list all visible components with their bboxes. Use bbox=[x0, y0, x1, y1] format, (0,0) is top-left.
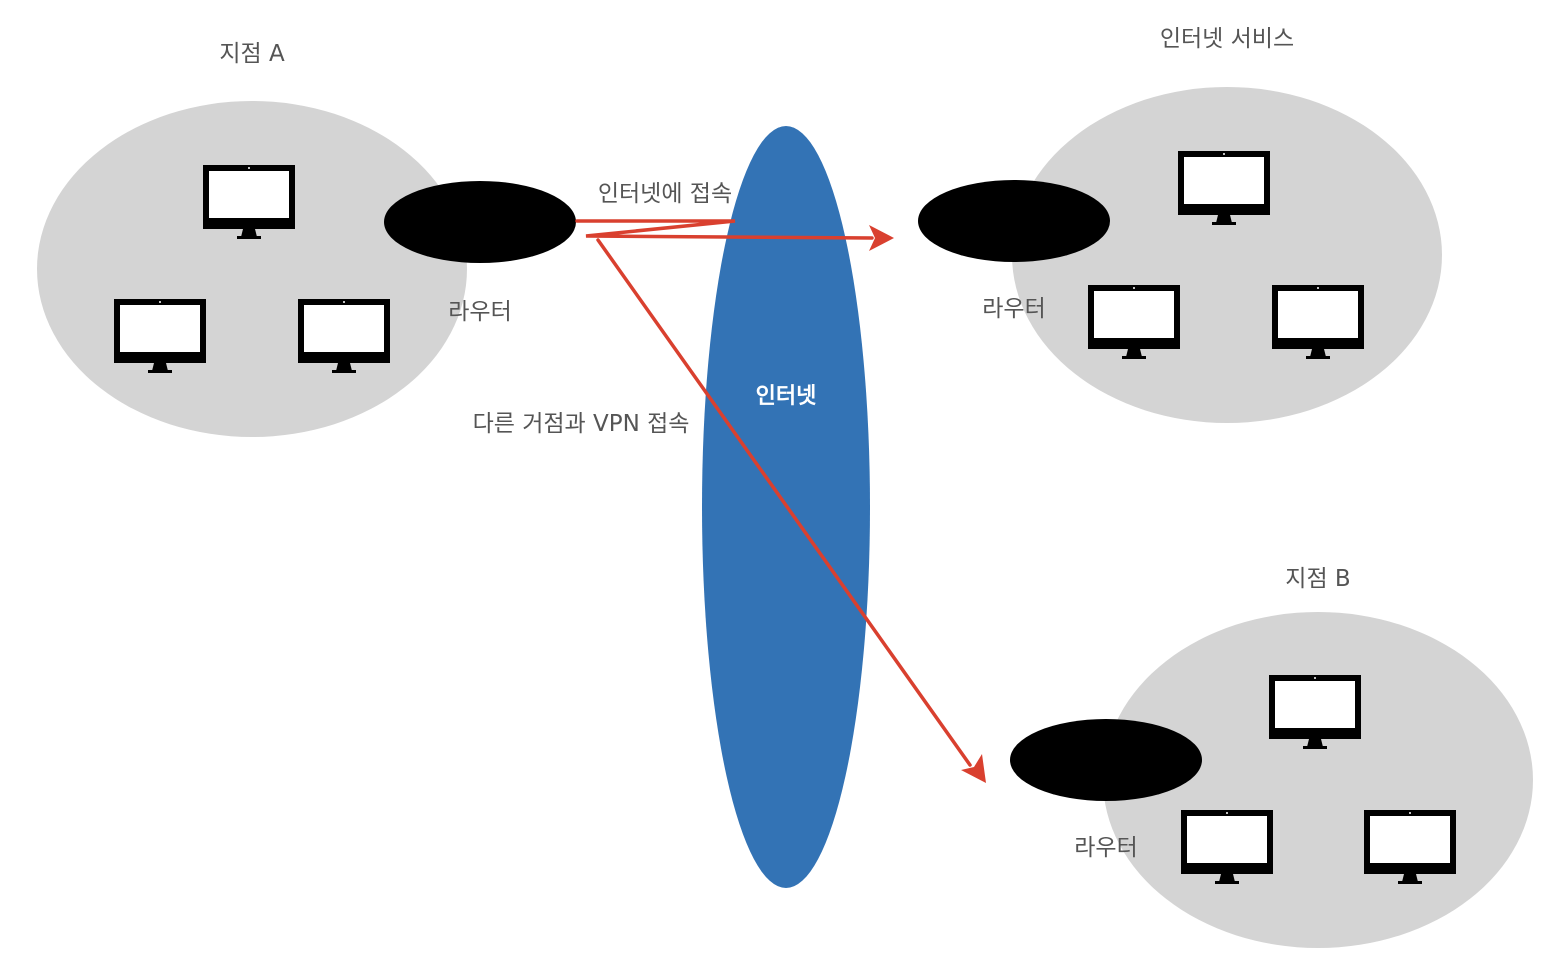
connection-to-vpn: 다른 거점과 VPN 접속 bbox=[473, 238, 986, 783]
router-branch-b-label: 라우터 bbox=[1074, 835, 1137, 861]
site-branch-a-area bbox=[37, 101, 467, 437]
monitor-icon bbox=[1178, 151, 1270, 225]
router-icon bbox=[1010, 719, 1202, 801]
site-internet-service: 인터넷 서비스 bbox=[1012, 26, 1442, 423]
router-internet-service-label: 라우터 bbox=[982, 296, 1045, 322]
site-branch-b: 지점 B bbox=[1103, 566, 1533, 948]
connection-to-internet-line bbox=[575, 219, 874, 240]
connection-to-vpn-line bbox=[596, 238, 972, 767]
arrow-head bbox=[869, 225, 894, 251]
site-internet-service-area bbox=[1012, 87, 1442, 423]
monitor-icon bbox=[1088, 285, 1180, 359]
site-branch-a: 지점 A bbox=[37, 41, 467, 437]
site-branch-b-title: 지점 B bbox=[1285, 566, 1350, 592]
monitor-icon bbox=[203, 165, 295, 239]
monitor-icon bbox=[1272, 285, 1364, 359]
monitor-icon bbox=[1181, 810, 1273, 884]
connection-to-vpn-label: 다른 거점과 VPN 접속 bbox=[473, 411, 690, 437]
arrow-head bbox=[961, 754, 986, 783]
monitor-icon bbox=[1364, 810, 1456, 884]
site-branch-a-title: 지점 A bbox=[219, 41, 285, 67]
router-icon bbox=[918, 180, 1110, 262]
router-internet-service: 라우터 bbox=[918, 180, 1110, 322]
internet-label: 인터넷 bbox=[756, 384, 817, 409]
connection-to-internet-label: 인터넷에 접속 bbox=[598, 181, 732, 207]
connection-to-internet: 인터넷에 접속 bbox=[575, 181, 894, 251]
router-branch-a-label: 라우터 bbox=[448, 299, 511, 325]
router-icon bbox=[384, 181, 576, 263]
site-internet-service-title: 인터넷 서비스 bbox=[1160, 26, 1294, 52]
monitor-icon bbox=[1269, 675, 1361, 749]
monitor-icon bbox=[114, 299, 206, 373]
monitor-icon bbox=[298, 299, 390, 373]
router-branch-a: 라우터 bbox=[384, 181, 576, 325]
router-branch-b: 라우터 bbox=[1010, 719, 1202, 861]
